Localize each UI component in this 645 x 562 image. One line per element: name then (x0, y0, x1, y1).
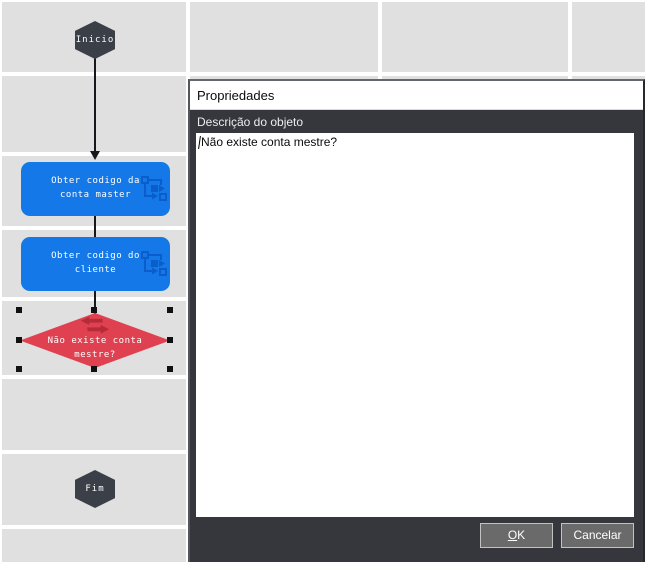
node-label: Não existe conta mestre? (47, 336, 143, 360)
selection-handle[interactable] (16, 307, 22, 313)
connector-arrowhead (90, 151, 100, 160)
flow-node-start[interactable]: Inicio (75, 21, 115, 59)
selection-handle[interactable] (16, 337, 22, 343)
description-field-label: Descrição do objeto (197, 115, 304, 129)
ok-button[interactable]: OK (480, 523, 553, 548)
flow-node-task-cliente[interactable]: Obter codigo do cliente (21, 237, 170, 291)
grid-line (0, 0, 645, 2)
selection-handle[interactable] (167, 366, 173, 372)
selection-handle[interactable] (16, 366, 22, 372)
dialog-title: Propriedades (197, 88, 275, 103)
node-label: Fim (85, 484, 105, 494)
flow-node-end[interactable]: Fim (75, 470, 115, 508)
connector-line (94, 216, 96, 238)
node-label: Inicio (75, 35, 115, 45)
connector-line (94, 291, 96, 314)
cancel-button[interactable]: Cancelar (561, 523, 634, 548)
description-text: Não existe conta mestre? (201, 135, 338, 149)
flow-node-decision[interactable]: Não existe conta mestre? (20, 313, 170, 368)
ok-button-accel: O (507, 528, 518, 542)
selection-handle[interactable] (167, 337, 173, 343)
grid-line (0, 72, 645, 76)
swap-arrows-icon (80, 316, 110, 334)
grid-line (0, 0, 2, 562)
node-label: Obter codigo do cliente (51, 251, 140, 275)
selection-handle[interactable] (91, 307, 97, 313)
ok-button-rest: K (517, 528, 526, 542)
subprocess-flow-icon (141, 251, 167, 276)
dialog-titlebar[interactable]: Propriedades (190, 81, 643, 110)
connector-line (94, 57, 96, 153)
subprocess-flow-icon (141, 176, 167, 201)
selection-handle[interactable] (91, 366, 97, 372)
node-label: Obter codigo da conta master (51, 176, 140, 200)
flow-node-task-master[interactable]: Obter codigo da conta master (21, 162, 170, 216)
selection-handle[interactable] (167, 307, 173, 313)
description-textarea[interactable]: Não existe conta mestre? (196, 133, 634, 517)
properties-dialog: Propriedades Descrição do objeto Não exi… (188, 79, 645, 562)
